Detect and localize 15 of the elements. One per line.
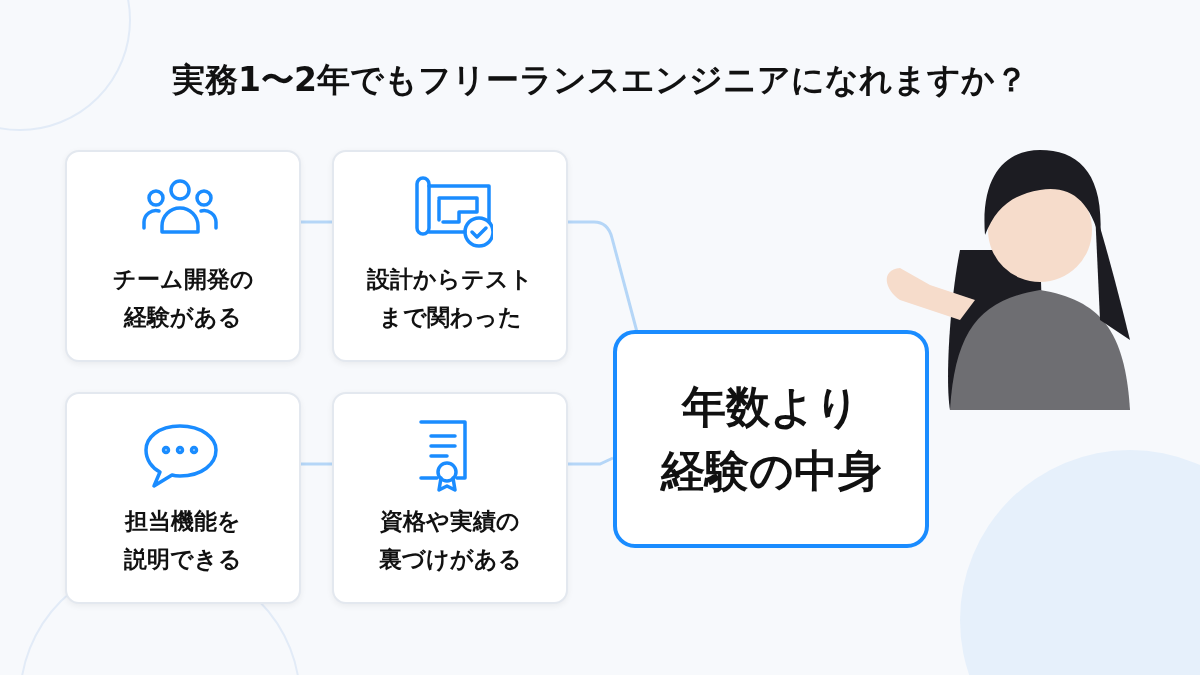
connector-line — [568, 220, 639, 333]
card-text: 担当機能を説明できる — [122, 507, 243, 574]
card-text: 資格や実績の裏づけがある — [377, 507, 523, 574]
feature-card — [65, 392, 301, 604]
key-message: 年数より経験の中身 — [659, 380, 883, 498]
feature-card — [65, 150, 301, 362]
card-text: 設計からテストまで関わった — [366, 265, 534, 332]
feature-card — [332, 392, 568, 604]
card-text: チーム開発の経験がある — [111, 265, 255, 332]
connector-line — [568, 456, 614, 466]
connector-line — [301, 220, 332, 224]
title: 実務1〜2年でもフリーランスエンジニアになれますか？ — [171, 59, 1029, 101]
highlight-box — [613, 330, 929, 548]
connector-line — [301, 462, 332, 466]
feature-card — [332, 150, 568, 362]
